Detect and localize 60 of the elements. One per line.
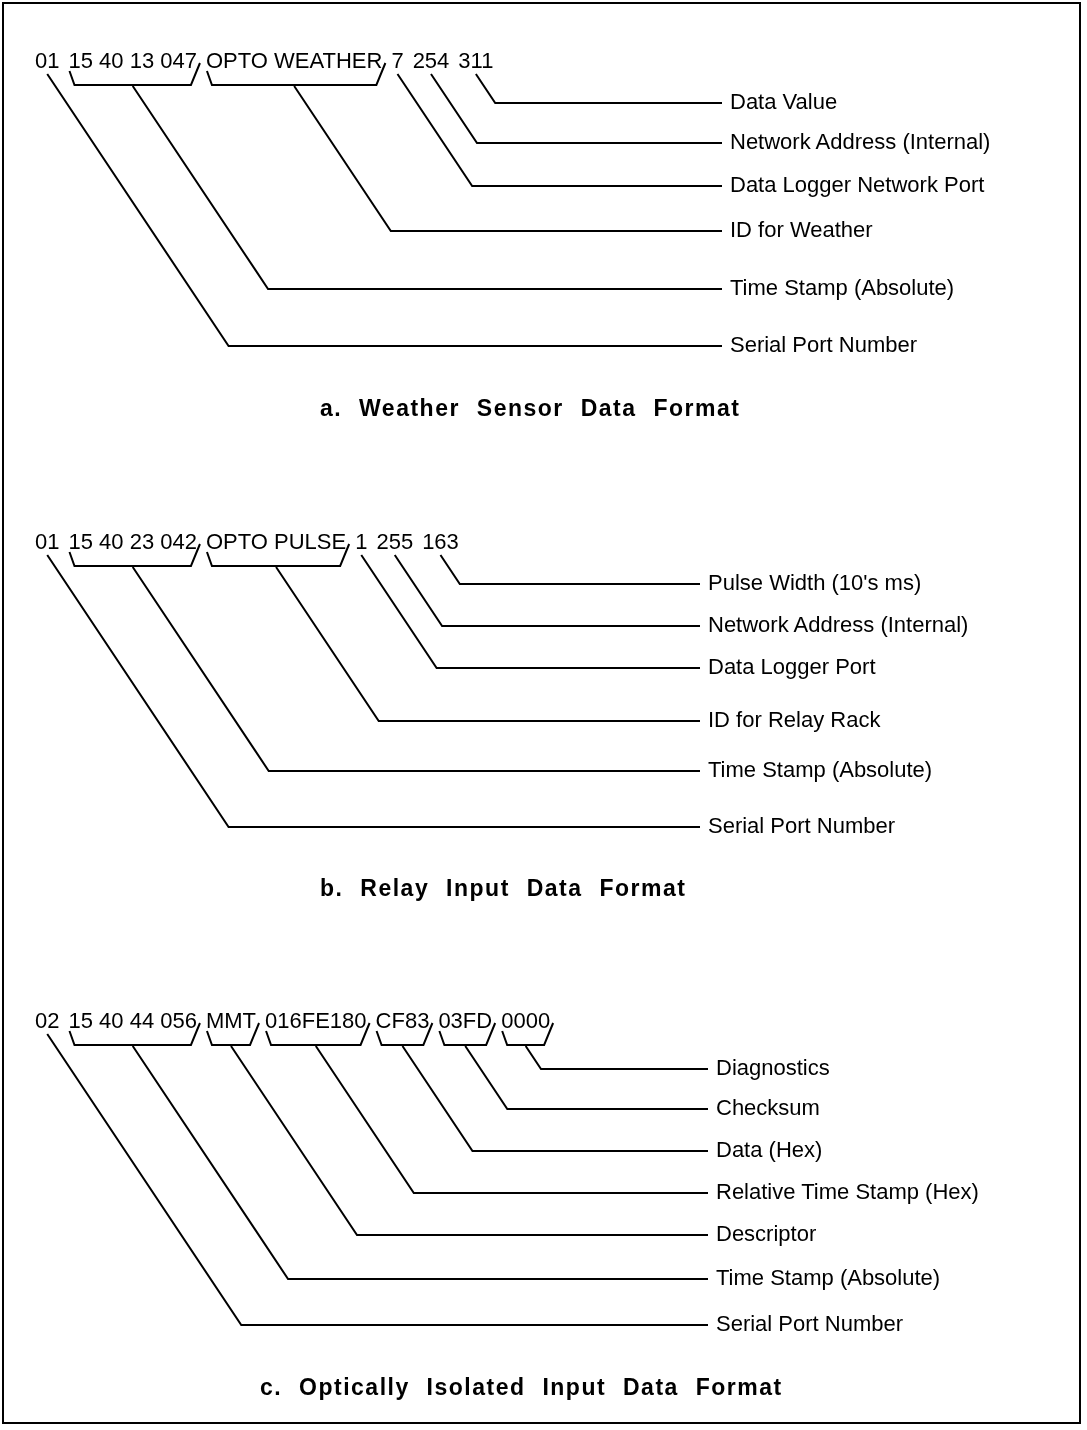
leader-line xyxy=(524,1045,709,1070)
leader-line xyxy=(396,73,723,187)
data-field: 02 xyxy=(35,1009,60,1033)
leader-line xyxy=(393,554,701,627)
data-field: OPTO WEATHER xyxy=(205,49,383,73)
data-field: 1 xyxy=(355,530,368,554)
field-label: Data Logger Port xyxy=(708,654,876,680)
leader-line xyxy=(360,554,701,669)
field-label: Descriptor xyxy=(716,1221,817,1247)
field-label: Relative Time Stamp (Hex) xyxy=(716,1179,979,1205)
leader-line xyxy=(131,85,723,290)
field-label: Network Address (Internal) xyxy=(730,129,991,155)
field-label: Serial Port Number xyxy=(716,1311,904,1337)
field-label: Checksum xyxy=(716,1095,820,1121)
leader-line xyxy=(439,554,701,585)
data-field: 01 xyxy=(35,530,60,554)
data-field: 15 40 23 042 xyxy=(68,530,197,554)
data-field: 254 xyxy=(412,49,450,73)
leader-line xyxy=(430,73,723,144)
field-label: ID for Relay Rack xyxy=(708,707,881,733)
leader-line xyxy=(474,73,723,104)
field-label: Time Stamp (Absolute) xyxy=(708,757,933,783)
leader-line xyxy=(131,1045,709,1280)
data-field: 255 xyxy=(376,530,414,554)
data-field: 163 xyxy=(422,530,459,554)
field-label: Time Stamp (Absolute) xyxy=(730,275,955,301)
field-label: Serial Port Number xyxy=(708,813,896,839)
leader-line xyxy=(46,73,723,347)
leader-line xyxy=(46,1033,709,1326)
data-field: 15 40 13 047 xyxy=(68,49,197,73)
figure-caption: b. Relay Input Data Format xyxy=(320,875,687,902)
data-field: 311 xyxy=(458,49,494,73)
field-label: Data Logger Network Port xyxy=(730,172,985,198)
field-label: Pulse Width (10's ms) xyxy=(708,570,922,596)
data-field: 016FE180 xyxy=(265,1009,367,1033)
leader-line xyxy=(464,1045,709,1110)
data-field: 03FD xyxy=(438,1009,493,1033)
field-label: ID for Weather xyxy=(730,217,873,243)
figure-caption: a. Weather Sensor Data Format xyxy=(320,395,741,422)
leader-line xyxy=(230,1045,709,1236)
leader-line xyxy=(293,85,723,232)
leader-line xyxy=(401,1045,709,1152)
data-field: MMT xyxy=(205,1009,257,1033)
data-field: 01 xyxy=(35,49,60,73)
leader-line xyxy=(131,566,701,772)
field-label: Network Address (Internal) xyxy=(708,612,969,638)
data-field: 0000 xyxy=(501,1009,551,1033)
field-label: Data (Hex) xyxy=(716,1137,823,1163)
field-label: Data Value xyxy=(730,89,838,115)
field-label: Time Stamp (Absolute) xyxy=(716,1265,941,1291)
data-field: CF83 xyxy=(375,1009,430,1033)
leader-line xyxy=(314,1045,709,1194)
field-label: Diagnostics xyxy=(716,1055,830,1081)
figure-caption: c. Optically Isolated Input Data Format xyxy=(260,1374,783,1401)
data-field: OPTO PULSE xyxy=(205,530,347,554)
data-field: 15 40 44 056 xyxy=(68,1009,197,1033)
data-field: 7 xyxy=(391,49,404,73)
leader-line xyxy=(275,566,701,722)
leader-line xyxy=(46,554,701,828)
field-label: Serial Port Number xyxy=(730,332,918,358)
